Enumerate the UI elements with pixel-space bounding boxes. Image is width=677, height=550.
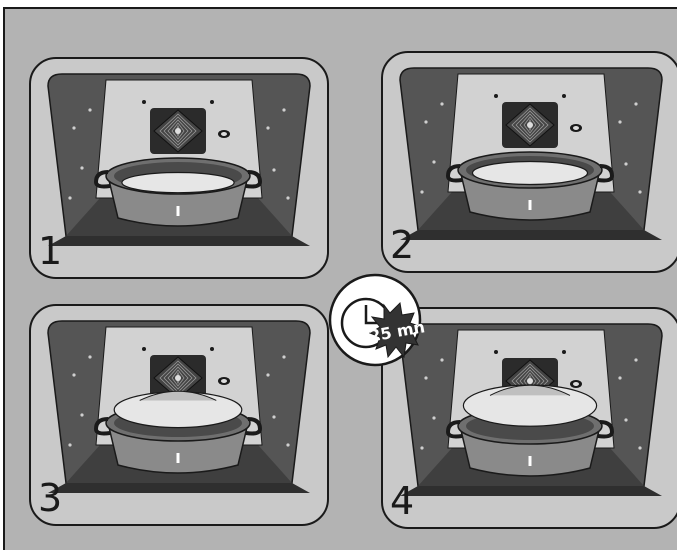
indicator-dot xyxy=(142,100,146,104)
wall-dot xyxy=(634,358,637,361)
dough xyxy=(122,173,234,193)
rack-marker xyxy=(177,206,180,216)
indicator-dot xyxy=(142,347,146,351)
oven-fan-icon xyxy=(502,102,558,148)
wall-dot xyxy=(618,376,621,379)
step-panel-2: 2 xyxy=(382,52,677,272)
wall-dot xyxy=(286,443,289,446)
wall-dot xyxy=(634,102,637,105)
wall-dot xyxy=(286,196,289,199)
wall-dot xyxy=(638,190,641,193)
wall-dot xyxy=(440,102,443,105)
step-panel-3: 3 xyxy=(30,305,328,525)
indicator-dot xyxy=(210,100,214,104)
wall-dot xyxy=(88,355,91,358)
lamp-icon xyxy=(221,379,227,383)
wall-dot xyxy=(72,126,75,129)
wall-dot xyxy=(638,446,641,449)
step-number: 2 xyxy=(390,223,414,267)
wall-dot xyxy=(88,108,91,111)
lamp-icon xyxy=(573,382,579,386)
wall-dot xyxy=(68,196,71,199)
wall-dot xyxy=(618,120,621,123)
wall-dot xyxy=(424,120,427,123)
step-number: 4 xyxy=(390,479,414,523)
wall-dot xyxy=(272,415,275,418)
wall-dot xyxy=(272,168,275,171)
indicator-dot xyxy=(494,94,498,98)
rack-marker xyxy=(529,200,532,210)
wall-dot xyxy=(72,373,75,376)
wall-dot xyxy=(432,160,435,163)
wall-dot xyxy=(440,358,443,361)
step-panel-4: 4 xyxy=(382,308,677,528)
wall-dot xyxy=(80,413,83,416)
oven-floor-edge xyxy=(400,230,662,240)
rack-marker xyxy=(529,456,532,466)
oven-floor-edge xyxy=(48,236,310,246)
indicator-dot xyxy=(210,347,214,351)
wall-dot xyxy=(68,443,71,446)
wall-dot xyxy=(266,126,269,129)
wall-dot xyxy=(432,416,435,419)
lamp-icon xyxy=(221,132,227,136)
step-number: 1 xyxy=(38,229,62,273)
wall-dot xyxy=(424,376,427,379)
wall-dot xyxy=(80,166,83,169)
wall-dot xyxy=(282,355,285,358)
indicator-dot xyxy=(494,350,498,354)
step-number: 3 xyxy=(38,476,62,520)
lamp-icon xyxy=(573,126,579,130)
oven-floor-edge xyxy=(400,486,662,496)
wall-dot xyxy=(420,446,423,449)
wall-dot xyxy=(624,162,627,165)
wall-dot xyxy=(624,418,627,421)
indicator-dot xyxy=(562,94,566,98)
oven-floor-edge xyxy=(48,483,310,493)
oven-fan-icon xyxy=(150,108,206,154)
step-panel-1: 1 xyxy=(30,58,328,278)
indicator-dot xyxy=(562,350,566,354)
wall-dot xyxy=(282,108,285,111)
wall-dot xyxy=(420,190,423,193)
rack-marker xyxy=(177,453,180,463)
dough xyxy=(473,162,588,185)
wall-dot xyxy=(266,373,269,376)
